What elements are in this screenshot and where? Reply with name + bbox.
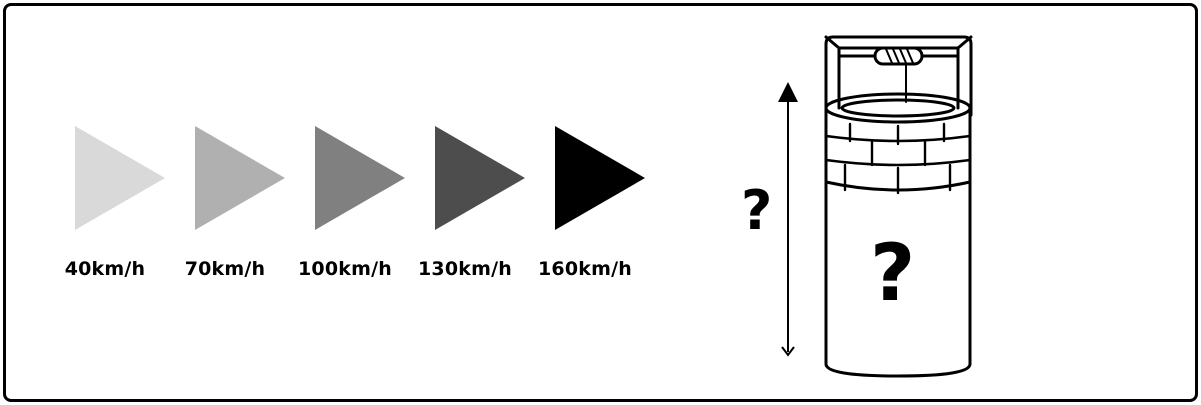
- speed-arrow-130: [435, 126, 525, 230]
- well: [824, 35, 973, 378]
- speed-label-40: 40km/h: [64, 258, 146, 280]
- speed-arrow-100: [315, 126, 405, 230]
- speed-arrow-70: [195, 126, 285, 230]
- speed-label-70: 70km/h: [184, 258, 266, 280]
- height-question-mark: ?: [741, 179, 773, 242]
- speed-label-160: 160km/h: [538, 258, 632, 280]
- speed-arrow-160: [555, 126, 645, 230]
- speed-label-130: 130km/h: [418, 258, 512, 280]
- well-question-mark: ?: [870, 229, 916, 319]
- speed-label-100: 100km/h: [298, 258, 392, 280]
- speed-arrow-40: [75, 126, 165, 230]
- height-arrow: [778, 82, 798, 357]
